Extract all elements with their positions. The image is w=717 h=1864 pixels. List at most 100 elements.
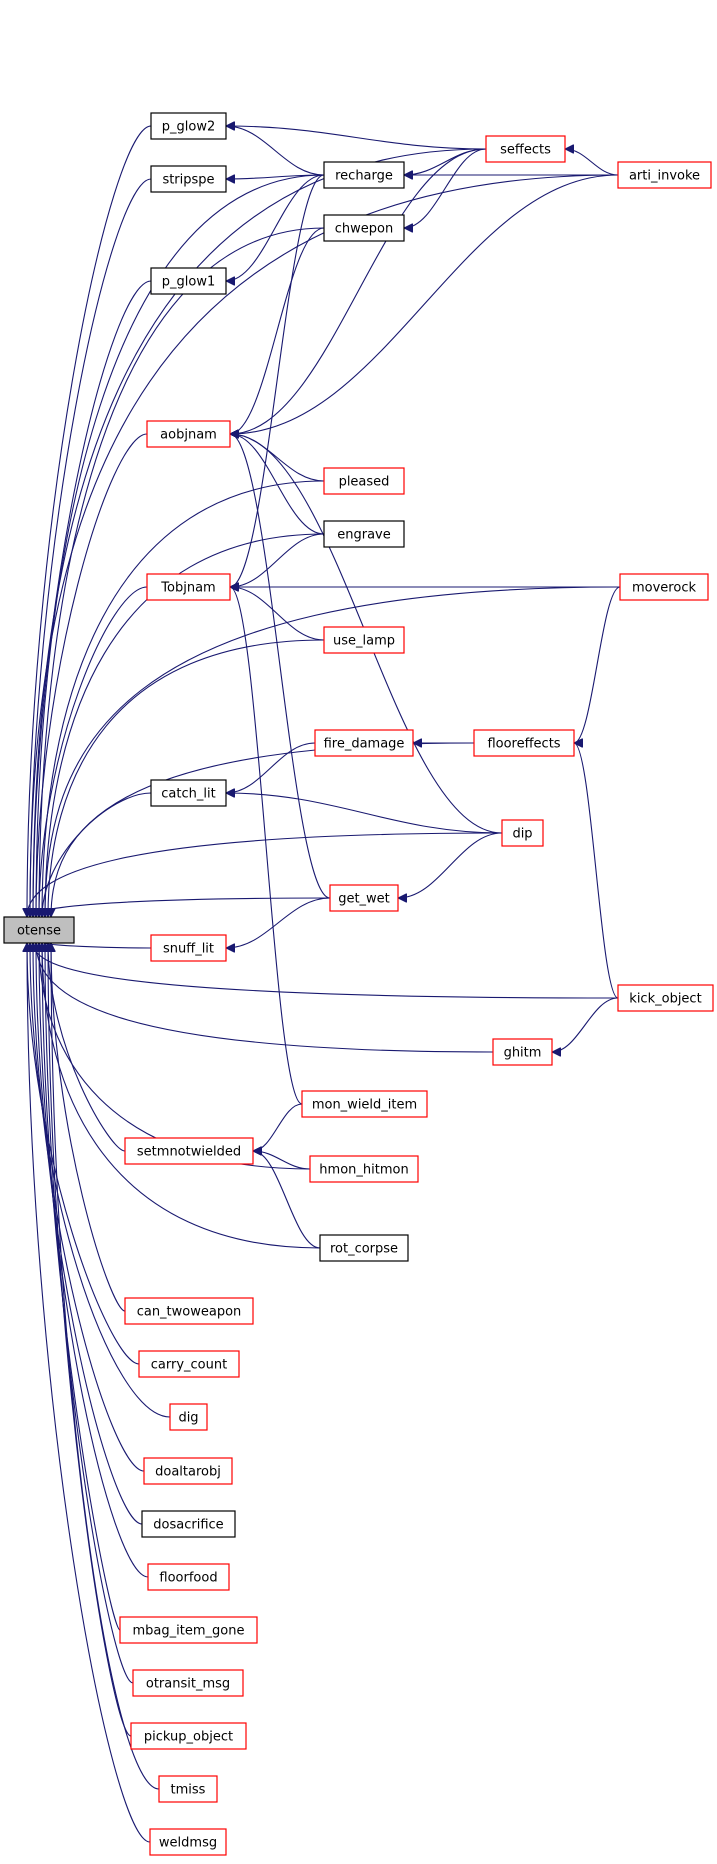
node-box (323, 214, 405, 242)
edge-tmiss-to-otense (51, 943, 160, 1790)
edge-fire-damage-to-catch-lit (226, 742, 316, 793)
node-kick-object[interactable]: kick_object (617, 984, 714, 1012)
node-box (617, 161, 712, 189)
node-box (3, 916, 75, 944)
node-pickup-object[interactable]: pickup_object (130, 1722, 247, 1750)
node-pleased[interactable]: pleased (323, 467, 405, 495)
edge-aobjnam-to-otense (36, 433, 148, 917)
node-label: floorfood (159, 1571, 217, 1586)
node-label: kick_object (629, 992, 701, 1007)
node-doaltarobj[interactable]: doaltarobj (143, 1457, 233, 1485)
node-setmnotwielded[interactable]: setmnotwielded (124, 1137, 254, 1165)
node-dig[interactable]: dig (169, 1403, 208, 1431)
node-mon-wield-item[interactable]: mon_wield_item (301, 1090, 428, 1118)
node-weldmsg[interactable]: weldmsg (149, 1828, 227, 1856)
node-arti-invoke[interactable]: arti_invoke (617, 161, 712, 189)
node-tobjnam[interactable]: Tobjnam (146, 573, 231, 601)
edge-moverock-to-flooreffects (573, 586, 621, 743)
node-ghitm[interactable]: ghitm (492, 1038, 553, 1066)
node-get-wet[interactable]: get_wet (329, 884, 399, 912)
node-otransit-msg[interactable]: otransit_msg (132, 1669, 244, 1697)
node-otense[interactable]: otense (3, 916, 75, 944)
node-box (301, 1090, 428, 1118)
node-recharge[interactable]: recharge (323, 161, 405, 189)
node-box (132, 1669, 244, 1697)
edge-chwepon-to-aobjnam (229, 227, 325, 434)
node-label: weldmsg (159, 1836, 217, 1851)
node-label: mon_wield_item (312, 1098, 417, 1113)
edge-kick-object-to-otense (33, 943, 619, 999)
node-box (323, 520, 405, 548)
node-label: pleased (339, 475, 390, 490)
node-seffects[interactable]: seffects (485, 135, 566, 163)
node-moverock[interactable]: moverock (619, 573, 709, 601)
node-box (141, 1510, 236, 1538)
node-box (323, 626, 405, 654)
node-label: flooreffects (487, 737, 560, 752)
node-box (158, 1775, 218, 1803)
edge-flooreffects-to-otense (51, 742, 475, 917)
node-box (150, 267, 227, 295)
node-catch-lit[interactable]: catch_lit (150, 779, 227, 807)
node-box (169, 1403, 208, 1431)
node-p-glow1[interactable]: p_glow1 (150, 267, 227, 295)
node-label: ghitm (504, 1046, 542, 1061)
edge-setmnotwielded-to-otense (48, 943, 126, 1152)
edge-seffects-to-otense (33, 148, 487, 917)
node-hmon-hitmon[interactable]: hmon_hitmon (309, 1155, 419, 1183)
node-aobjnam[interactable]: aobjnam (146, 420, 231, 448)
node-stripspe[interactable]: stripspe (150, 165, 227, 193)
node-label: hmon_hitmon (319, 1163, 408, 1178)
edge-arti-invoke-to-aobjnam (230, 174, 619, 434)
node-flooreffects[interactable]: flooreffects (473, 729, 575, 757)
node-can-twoweapon[interactable]: can_twoweapon (124, 1297, 254, 1325)
node-fire-damage[interactable]: fire_damage (314, 729, 414, 757)
node-label: chwepon (335, 222, 393, 237)
node-mbag-item-gone[interactable]: mbag_item_gone (119, 1616, 258, 1644)
node-carry-count[interactable]: carry_count (138, 1350, 240, 1378)
edge-dip-to-catch-lit (226, 793, 503, 834)
node-label: catch_lit (161, 787, 215, 802)
node-label: pickup_object (144, 1730, 233, 1745)
node-box (150, 934, 227, 962)
node-label: stripspe (162, 173, 214, 188)
edge-engrave-to-otense (45, 533, 325, 917)
node-rot-corpse[interactable]: rot_corpse (319, 1234, 409, 1262)
node-label: get_wet (338, 892, 390, 907)
node-box (485, 135, 566, 163)
node-tmiss[interactable]: tmiss (158, 1775, 218, 1803)
edge-carry-count-to-otense (27, 943, 140, 1365)
node-engrave[interactable]: engrave (323, 520, 405, 548)
node-box (150, 112, 227, 140)
node-chwepon[interactable]: chwepon (323, 214, 405, 242)
edge-can-twoweapon-to-otense (51, 943, 126, 1312)
node-box (143, 1457, 233, 1485)
function-nodes: otense p_glow2 stripspe p_glow1aobjnamTobjn… (3, 112, 714, 1856)
node-p-glow2[interactable]: p_glow2 (150, 112, 227, 140)
node-box (149, 1828, 227, 1856)
node-snuff-lit[interactable]: snuff_lit (150, 934, 227, 962)
node-box (319, 1234, 409, 1262)
node-dosacrifice[interactable]: dosacrifice (141, 1510, 236, 1538)
node-label: use_lamp (333, 634, 395, 649)
node-dip[interactable]: dip (501, 819, 544, 847)
node-box (146, 573, 231, 601)
edge-seffects-to-p-glow2 (226, 126, 487, 150)
edge-tobjnam-to-otense (39, 586, 148, 917)
edge-rot-corpse-to-setmnotwielded (252, 1151, 321, 1249)
edge-arti-invoke-to-seffects (564, 149, 619, 176)
node-label: arti_invoke (629, 169, 700, 184)
edge-p-glow2-to-otense (27, 125, 152, 917)
node-box (150, 165, 227, 193)
edge-moverock-to-otense (45, 586, 621, 917)
node-box (146, 420, 231, 448)
node-label: Tobjnam (160, 581, 215, 596)
edge-floorfood-to-otense (39, 943, 149, 1578)
edge-dip-to-get-wet (398, 832, 503, 898)
node-use-lamp[interactable]: use_lamp (323, 626, 405, 654)
node-label: can_twoweapon (137, 1305, 242, 1320)
node-floorfood[interactable]: floorfood (147, 1563, 230, 1591)
node-box (323, 161, 405, 189)
node-box (119, 1616, 258, 1644)
